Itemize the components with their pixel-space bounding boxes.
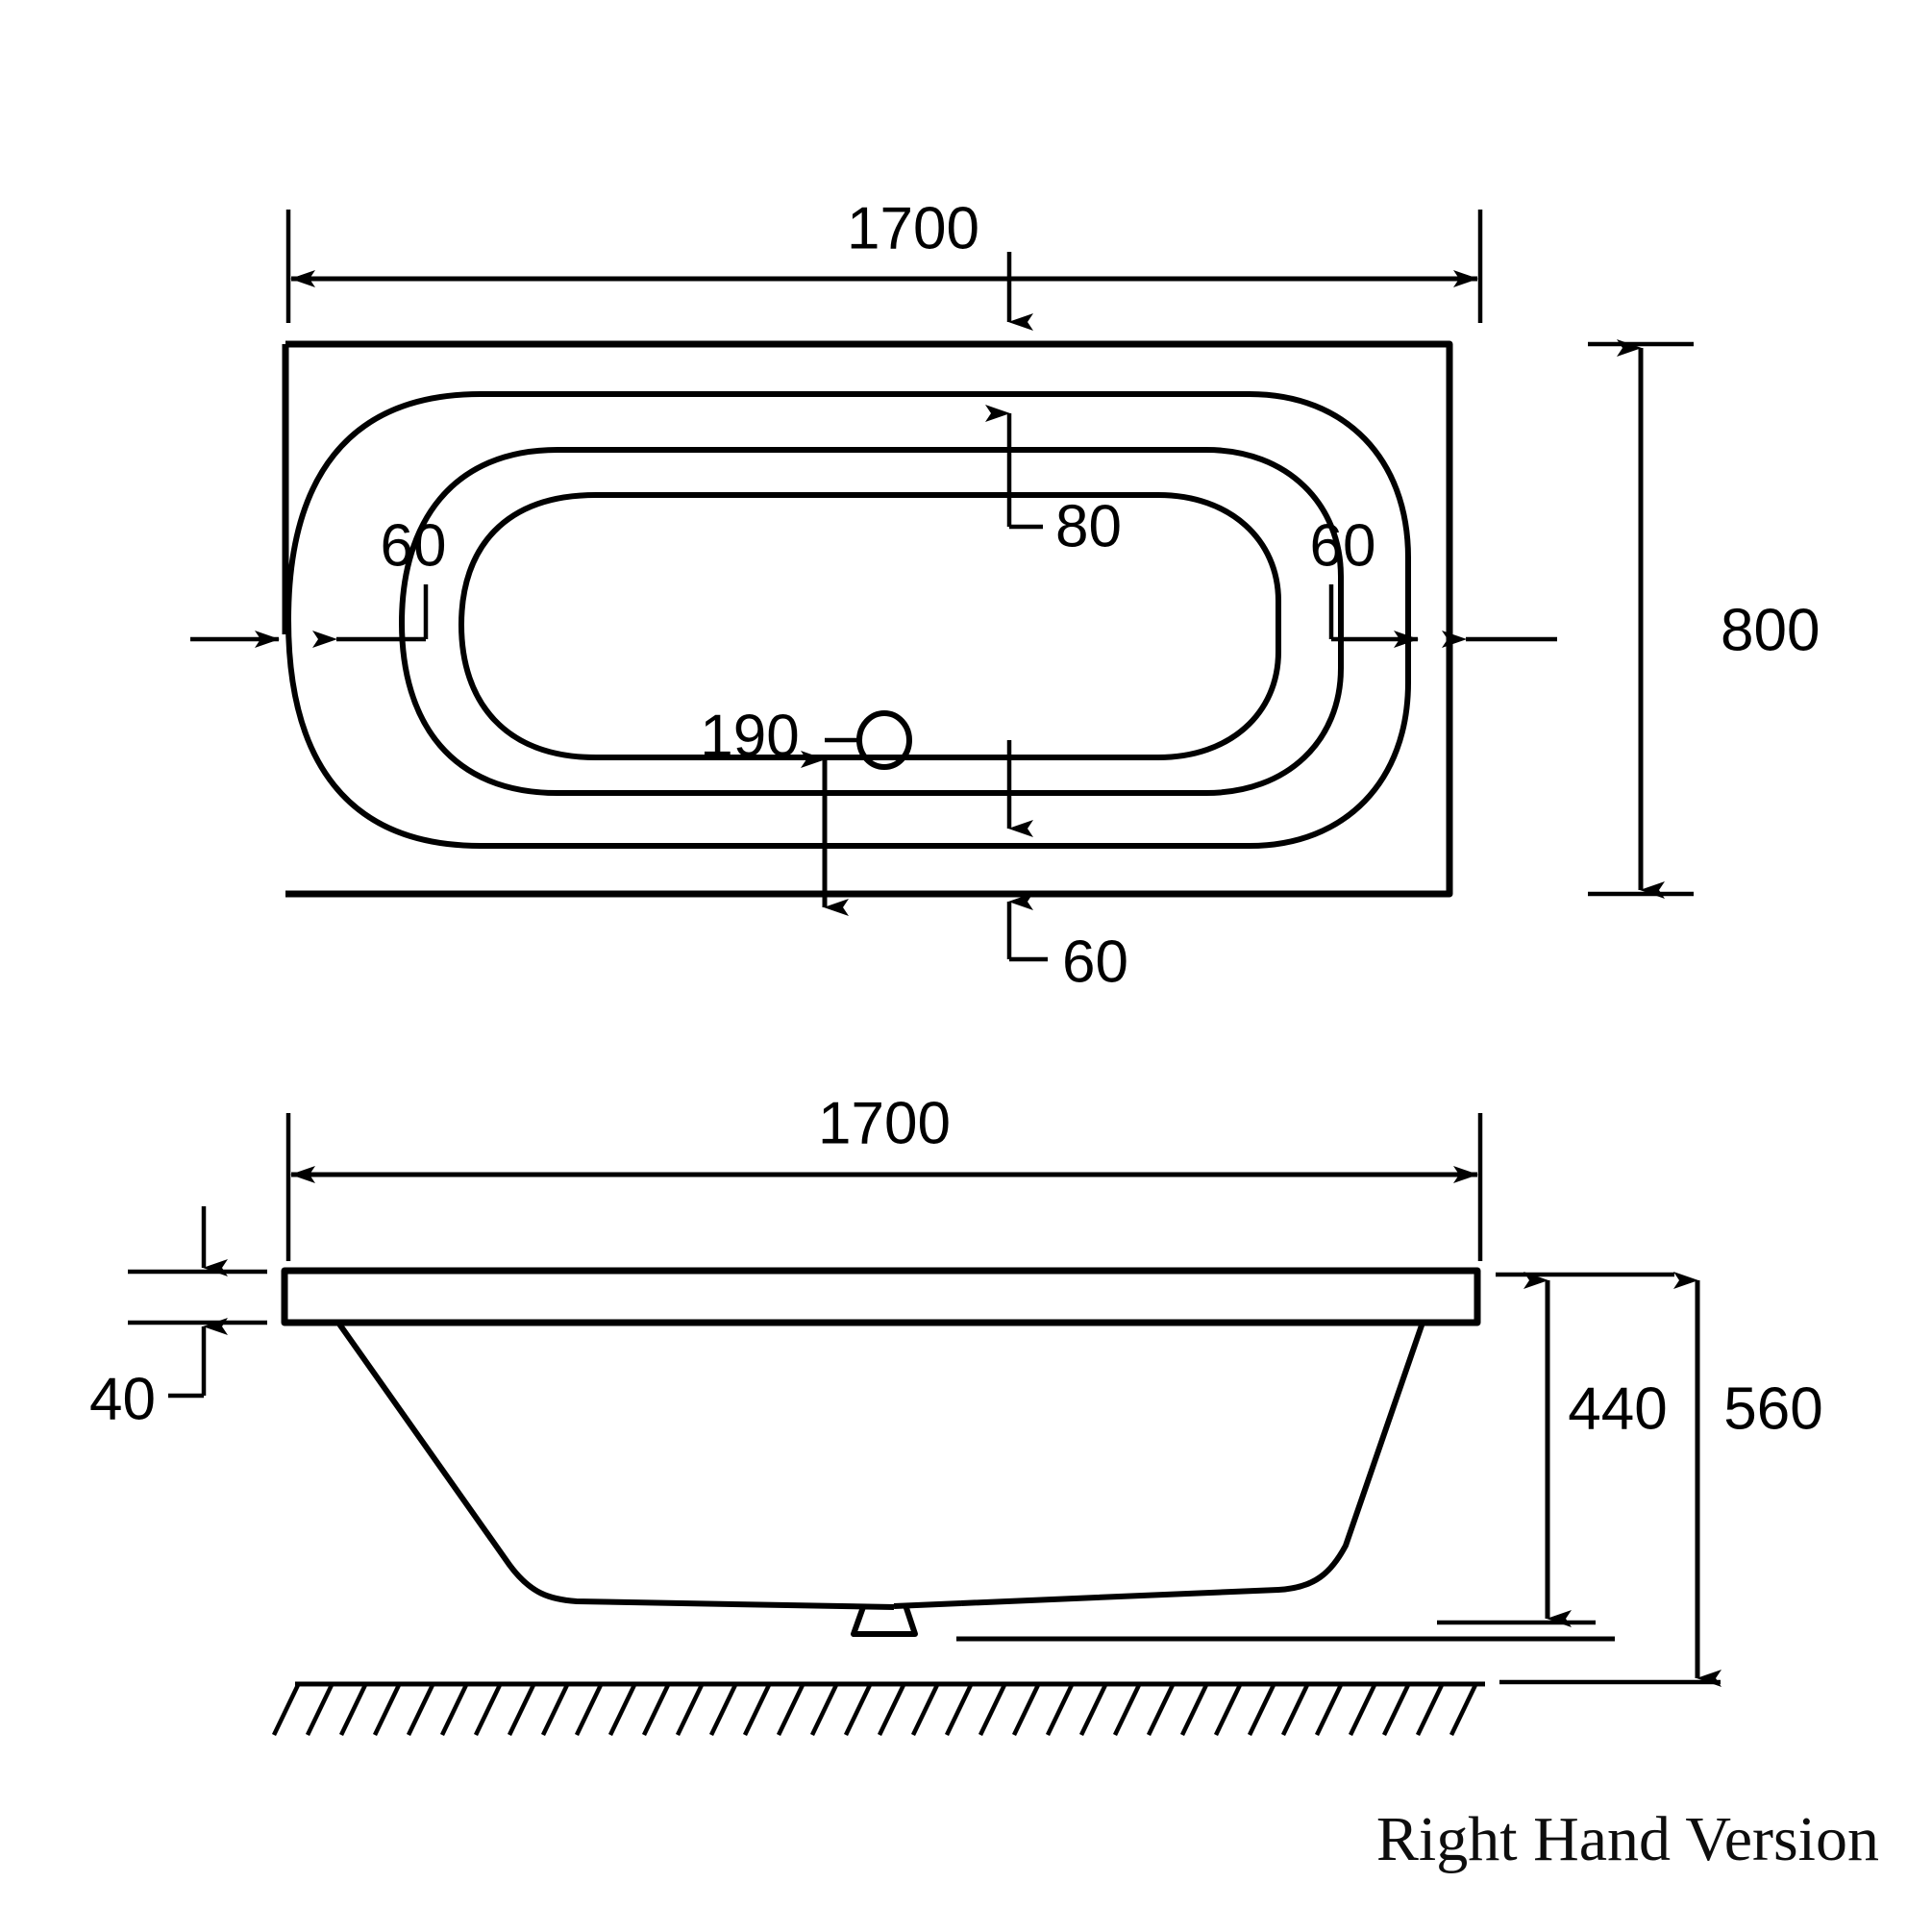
- version-note: Right Hand Version: [1376, 1804, 1879, 1874]
- plan-rim-bottom-dim-label: 60: [1062, 929, 1128, 995]
- elev-rim-dim-label: 40: [89, 1366, 156, 1432]
- plan-rim-left-dim-label: 60: [381, 512, 447, 579]
- ground-hatching: [271, 1684, 1478, 1736]
- elev-bath-bottom-join: [893, 1600, 962, 1609]
- plan-outer-boundary: [285, 340, 1453, 898]
- plan-rim-top-dim-label: 80: [1055, 493, 1122, 559]
- plan-rim-right-dim-label: 60: [1310, 512, 1376, 579]
- elevation-view-group: 1700: [89, 1090, 1823, 1736]
- elev-total-depth-dim-label: 560: [1723, 1375, 1822, 1442]
- plan-bath-outer-outline: [285, 391, 1411, 849]
- elev-bath-right-profile: [960, 1322, 1425, 1606]
- elev-inner-depth-dim-label: 440: [1568, 1375, 1667, 1442]
- plan-bath-mid-outline: [399, 447, 1344, 796]
- plan-length-dim-label: 1700: [847, 195, 979, 261]
- plan-width-dim-label: 800: [1721, 597, 1820, 663]
- elev-waste-spigot: [851, 1604, 918, 1637]
- elev-length-dim-label: 1700: [818, 1090, 951, 1156]
- plan-waste-dim-label: 190: [700, 703, 799, 769]
- elev-rim-bar: [281, 1267, 1481, 1326]
- elev-bath-left-profile: [335, 1321, 895, 1610]
- plan-view-group: 1700 80 60 60 800: [190, 195, 1820, 995]
- plan-bath-inner-outline: [458, 492, 1281, 760]
